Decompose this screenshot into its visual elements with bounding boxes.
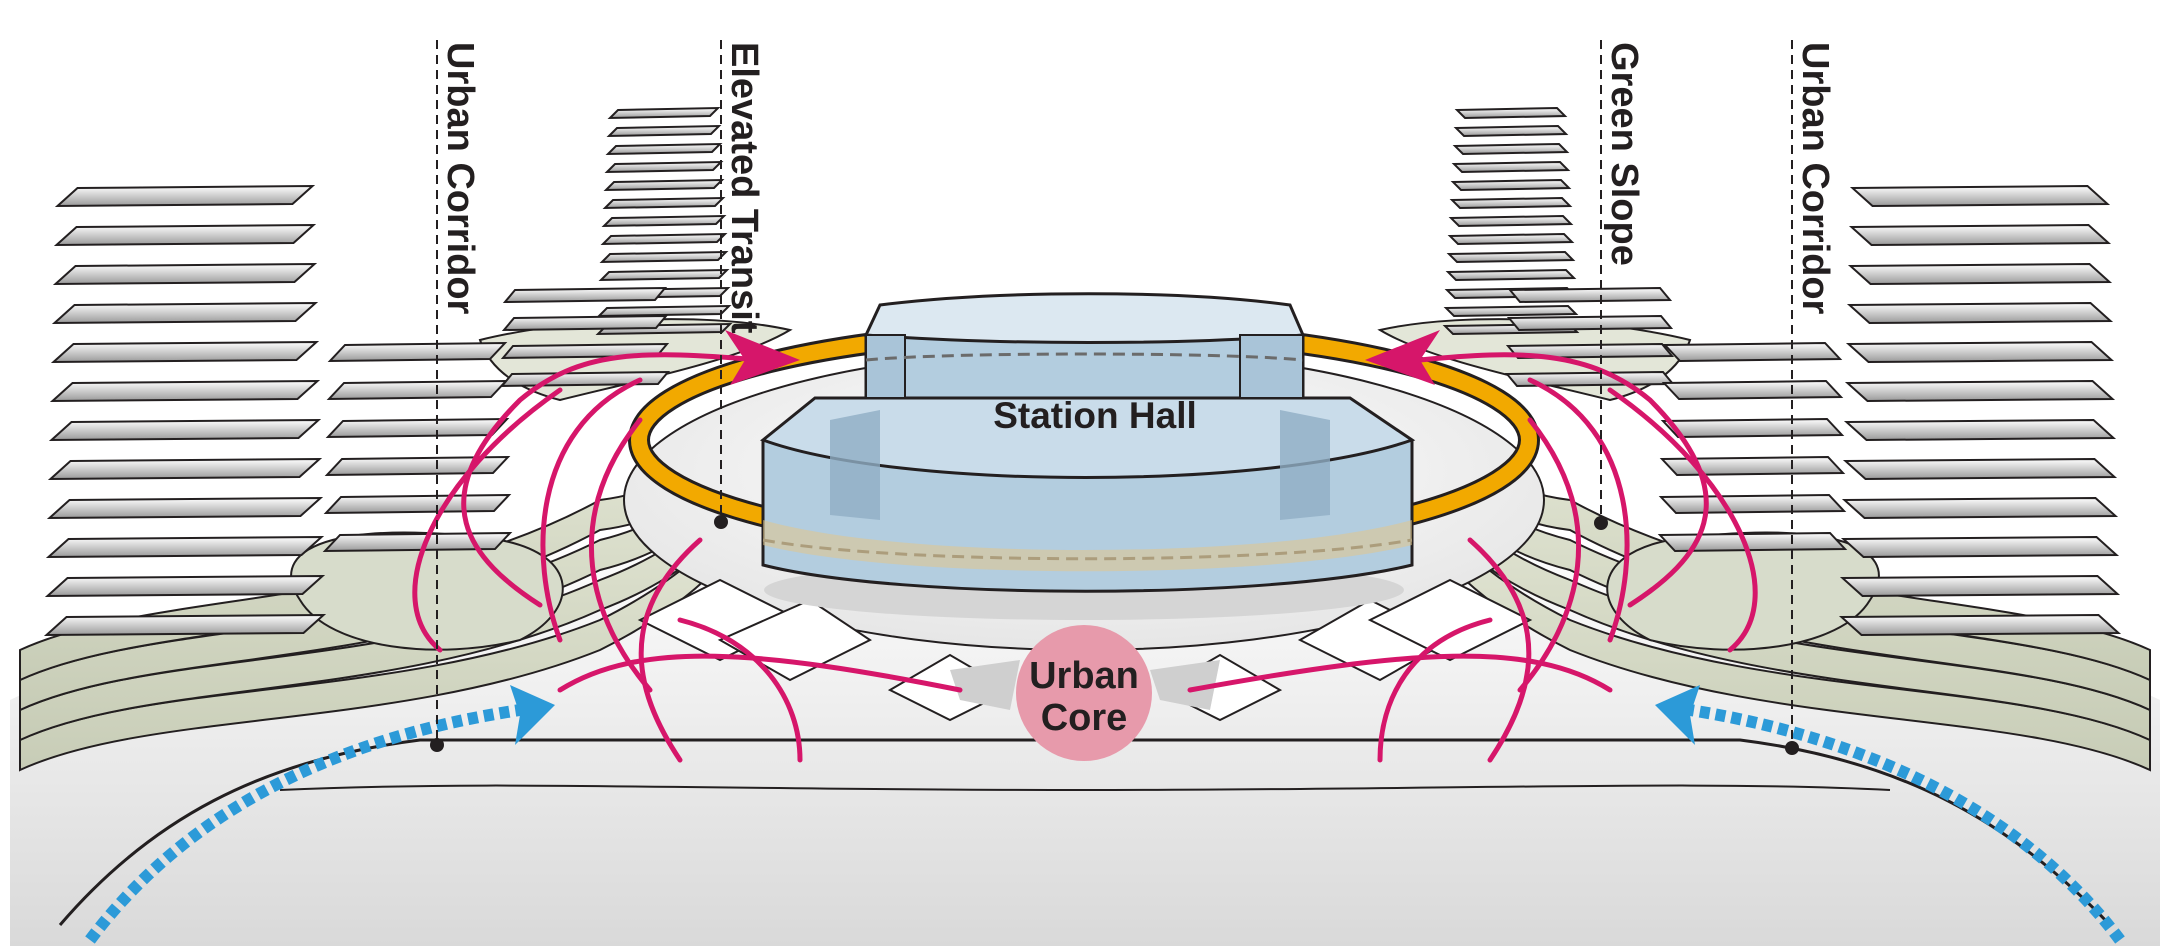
center-left-floor-plate	[599, 250, 729, 264]
pedestrian-flow-arrows	[412, 352, 1758, 763]
access-arrowhead-right	[1655, 685, 1700, 745]
callout-elevated-transit: Elevated Transit	[714, 40, 765, 529]
left-floor-plate	[325, 417, 510, 439]
right-floor-plate	[1657, 531, 1848, 553]
center-right-floor-plate	[1453, 124, 1569, 138]
left-green-mound	[290, 531, 564, 651]
far-left-floor-plate	[53, 223, 317, 247]
urban-core: Urban Core	[1016, 625, 1152, 761]
center-left-lower-floor-plate	[502, 286, 668, 304]
center-right-floor-plate	[1449, 196, 1573, 210]
center-right-lower-floor-plate	[1507, 286, 1673, 304]
far-right-floor-plate	[1849, 184, 2111, 208]
urban-core-label-line2: Core	[1041, 697, 1128, 739]
center-left-floor-plate	[606, 124, 722, 138]
left-floor-plate	[326, 379, 509, 401]
left-floor-plate	[322, 531, 513, 553]
callout-urban-corridor-right: Urban Corridor	[1785, 40, 1836, 755]
access-path-right	[1655, 685, 2125, 944]
urban-core-label-line1: Urban	[1029, 655, 1139, 697]
far-right-floor-plate	[1843, 418, 2117, 442]
far-right-floor-plate	[1841, 496, 2119, 520]
center-right-floor-plate	[1446, 250, 1576, 264]
center-left-floor-plate	[601, 214, 727, 228]
far-right-floor-plate	[1847, 262, 2113, 286]
access-arrowhead-left	[510, 685, 555, 745]
urban-corridor-left-label: Urban Corridor	[439, 42, 481, 315]
far-right-floor-plate	[1845, 340, 2115, 364]
far-left-floor-plate	[50, 340, 320, 364]
right-floor-plate	[1659, 455, 1846, 477]
far-left-floor-plate	[54, 184, 316, 208]
callout-urban-corridor-left: Urban Corridor	[430, 40, 481, 752]
far-left-floor-plate	[44, 574, 326, 598]
callout-green-slope: Green Slope	[1594, 40, 1645, 530]
right-floor-plate	[1661, 379, 1844, 401]
center-left-lower-floor-plate	[501, 314, 669, 332]
center-right-floor-plate	[1443, 304, 1579, 318]
center-right-floor-plate	[1451, 160, 1571, 174]
center-left-floor-plate	[602, 196, 726, 210]
center-left-floor-plate	[607, 106, 721, 120]
far-left-floor-plate	[45, 535, 325, 559]
center-right-floor-plate	[1448, 214, 1574, 228]
left-floor-plate	[324, 455, 511, 477]
building-stack-far-left	[43, 184, 327, 637]
center-right-floor-plate	[1447, 232, 1575, 246]
access-path-left	[85, 685, 555, 944]
flow-arrowhead-left	[725, 330, 800, 385]
center-left-floor-plate	[596, 304, 732, 318]
elevated-transit-label: Elevated Transit	[723, 42, 765, 334]
far-left-floor-plate	[48, 418, 322, 442]
far-right-floor-plate	[1848, 223, 2112, 247]
far-right-floor-plate	[1846, 301, 2114, 325]
far-left-floor-plate	[49, 379, 321, 403]
far-left-floor-plate	[46, 496, 324, 520]
green-slope-label: Green Slope	[1603, 42, 1645, 266]
right-floor-plate	[1662, 341, 1843, 363]
right-floor-plate	[1658, 493, 1847, 515]
far-left-floor-plate	[47, 457, 323, 481]
flow-arrowheads	[725, 330, 1440, 385]
center-right-floor-plate	[1454, 106, 1568, 120]
left-floor-plate	[327, 341, 508, 363]
center-right-floor-plate	[1452, 142, 1570, 156]
center-left-floor-plate	[604, 160, 724, 174]
far-left-floor-plate	[52, 262, 318, 286]
far-left-floor-plate	[43, 613, 327, 637]
center-left-floor-plate	[603, 178, 725, 192]
station-hall-label: Station Hall	[993, 395, 1197, 436]
building-stack-center-right	[1442, 106, 1676, 388]
flow-arrowhead-right	[1365, 330, 1440, 385]
far-right-floor-plate	[1839, 574, 2121, 598]
building-stack-far-right	[1838, 184, 2122, 637]
far-right-floor-plate	[1844, 379, 2116, 403]
center-left-floor-plate	[600, 232, 728, 246]
center-right-floor-plate	[1450, 178, 1572, 192]
far-right-floor-plate	[1840, 535, 2120, 559]
far-right-floor-plate	[1842, 457, 2118, 481]
urban-corridor-right-label: Urban Corridor	[1794, 42, 1836, 315]
center-left-floor-plate	[598, 268, 730, 282]
center-right-floor-plate	[1445, 268, 1577, 282]
far-left-floor-plate	[51, 301, 319, 325]
center-left-floor-plate	[605, 142, 723, 156]
far-right-floor-plate	[1838, 613, 2122, 637]
station-hall: Station Hall	[759, 292, 1416, 620]
center-right-lower-floor-plate	[1506, 314, 1674, 332]
left-floor-plate	[323, 493, 512, 515]
right-floor-plate	[1660, 417, 1845, 439]
center-left-lower-floor-plate	[499, 370, 671, 388]
